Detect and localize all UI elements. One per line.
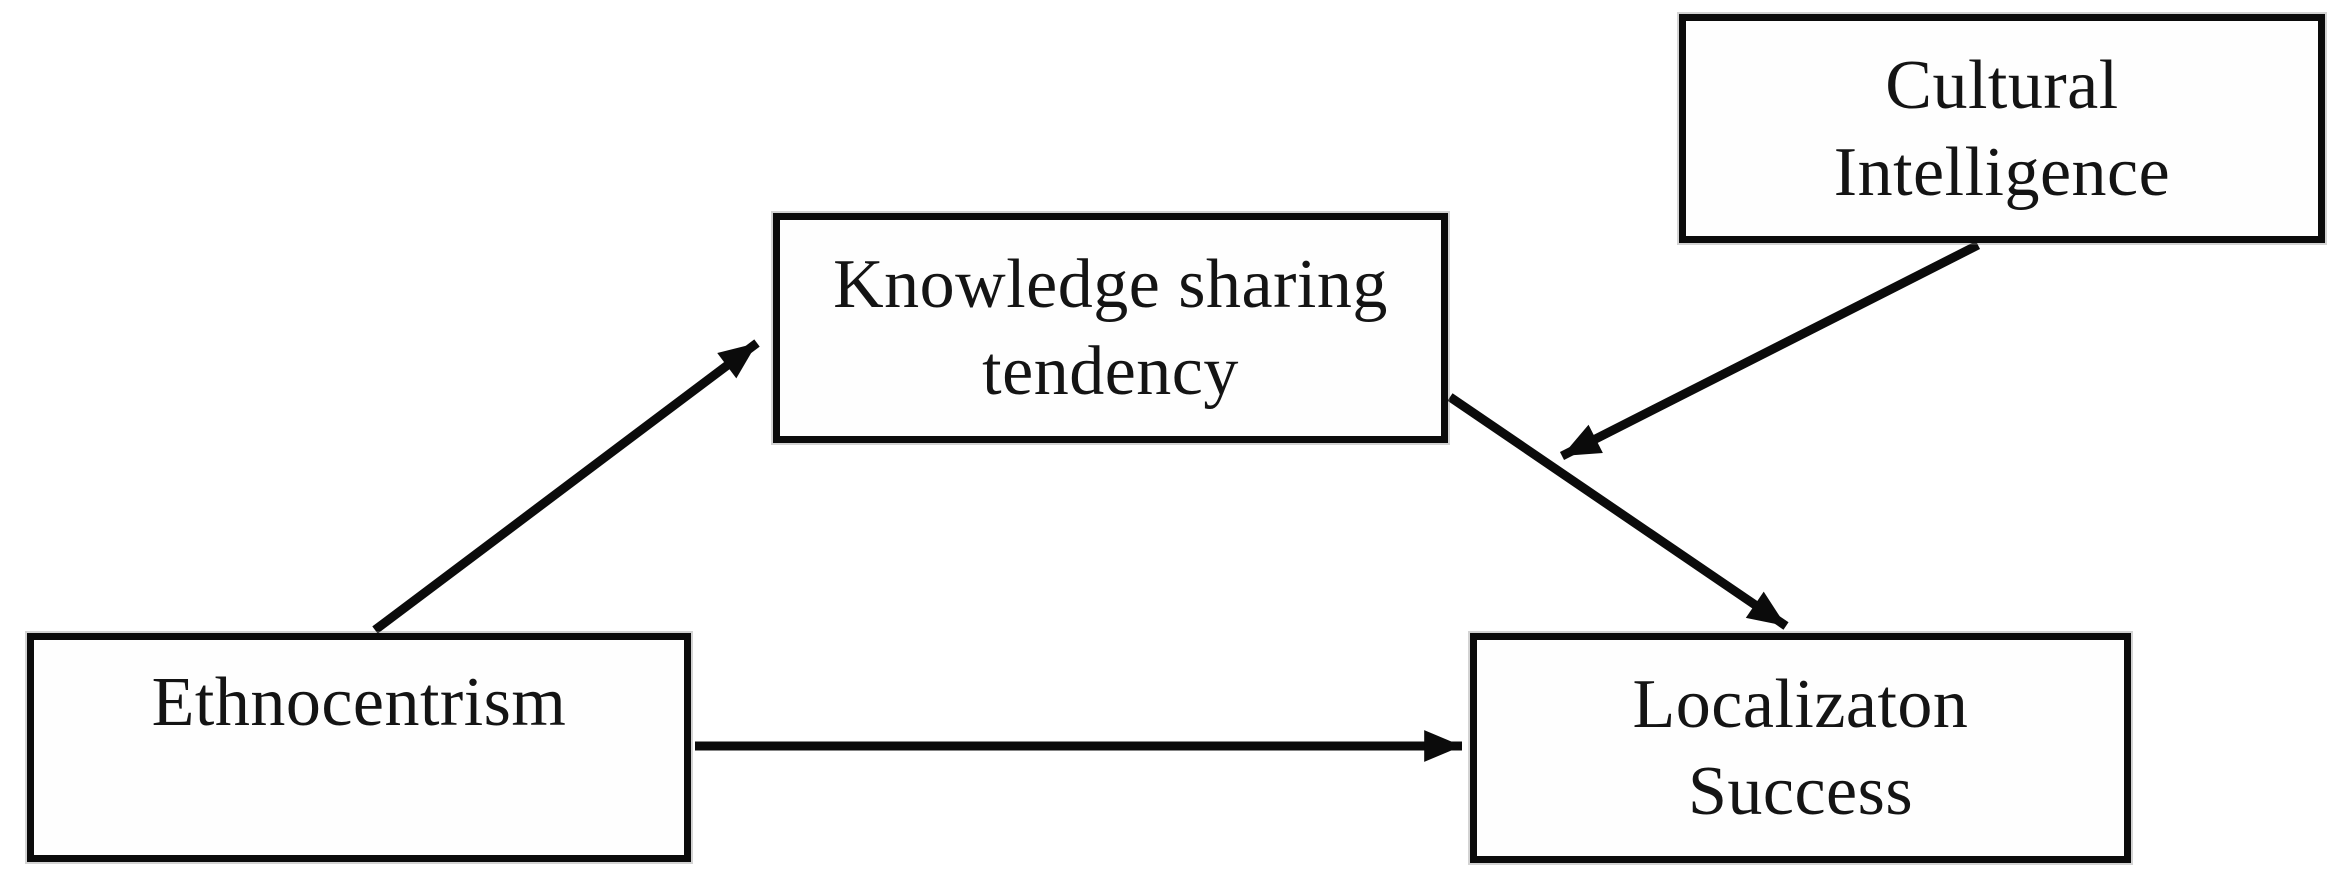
node-label-line: Success <box>1687 753 1914 830</box>
node-localizaton-success: Localizaton Success <box>1470 633 2131 863</box>
node-label-line: Localizaton <box>1632 666 1969 743</box>
node-label-line: Ethnocentrism <box>151 664 567 741</box>
node-knowledge-sharing-tendency: Knowledge sharing tendency <box>773 213 1448 443</box>
arrow-knowledge-to-localization <box>1447 393 1789 630</box>
node-label-line: Knowledge sharing <box>833 246 1388 323</box>
node-cultural-intelligence: Cultural Intelligence <box>1679 14 2325 243</box>
arrow-ethnocentrism-to-knowledge <box>372 339 760 634</box>
node-ethnocentrism: Ethnocentrism <box>27 633 691 862</box>
node-label-line: Intelligence <box>1833 133 2171 211</box>
node-label-line: Cultural <box>1885 46 2119 124</box>
arrow-cultural-intelligence-moderation <box>1559 240 1981 461</box>
node-label-line: tendency <box>982 333 1239 410</box>
